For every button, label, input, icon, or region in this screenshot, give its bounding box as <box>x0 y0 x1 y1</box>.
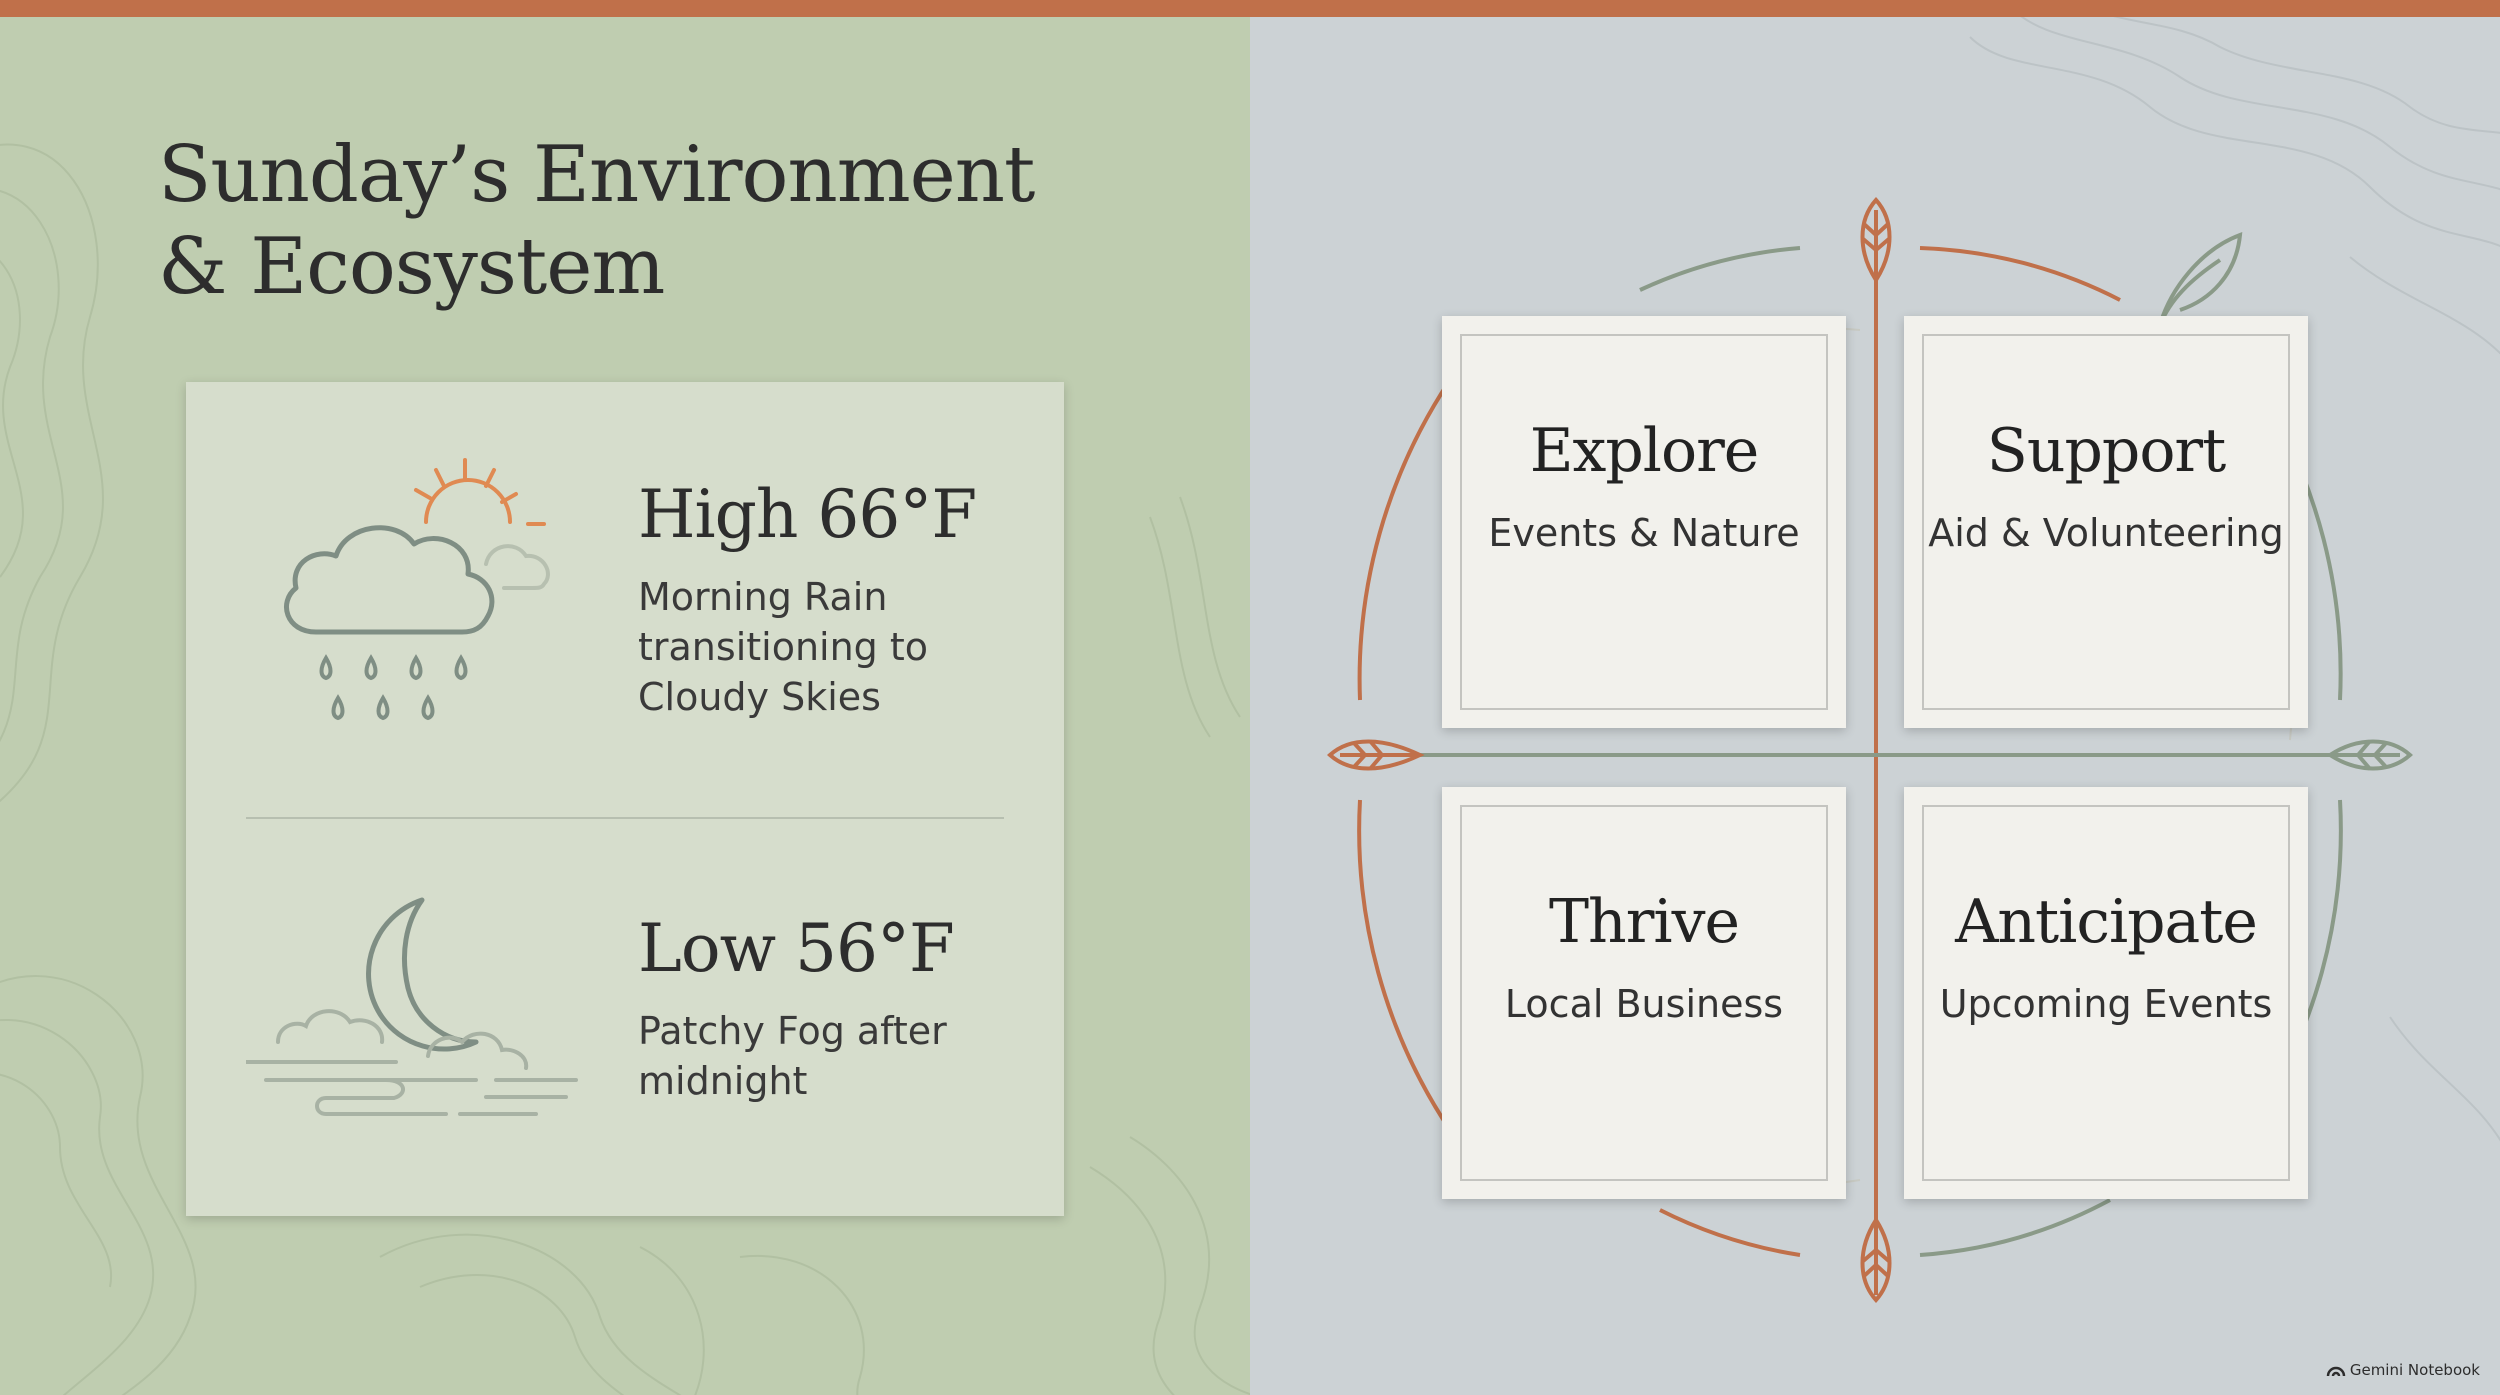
weather-panel: Sunday’s Environment & Ecosystem <box>0 17 1250 1395</box>
leaf-bottom-icon <box>1860 1216 1892 1303</box>
quadrant-subtitle: Local Business <box>1504 982 1784 1026</box>
page-title-line2: & Ecosystem <box>158 222 665 312</box>
quadrant-subtitle: Events & Nature <box>1488 511 1800 555</box>
quadrant-explore[interactable]: Explore Events & Nature <box>1442 316 1846 728</box>
quadrant-anticipate[interactable]: Anticipate Upcoming Events <box>1904 787 2308 1199</box>
quadrant-title: Support <box>1986 416 2226 486</box>
tile-frame <box>1922 805 2290 1181</box>
quadrant-title: Anticipate <box>1955 887 2258 957</box>
tile-frame <box>1922 334 2290 710</box>
quadrant-support[interactable]: Support Aid & Volunteering <box>1904 316 2308 728</box>
quadrant-subtitle: Aid & Volunteering <box>1928 511 2284 555</box>
low-temperature: Low 56°F <box>638 910 955 987</box>
branding: Gemini Notebook <box>2326 1361 2480 1379</box>
quadrant-title: Explore <box>1529 416 1760 486</box>
top-accent-bar <box>0 0 2500 17</box>
topographic-pattern <box>0 143 1250 1395</box>
leaf-right-icon <box>2326 739 2413 771</box>
weather-card: High 66°F Morning Rain transitioning to … <box>186 382 1064 1216</box>
quadrant-subtitle: Upcoming Events <box>1939 982 2273 1026</box>
moon-fog-icon <box>246 897 578 1116</box>
high-description: Morning Rain transitioning to Cloudy Ski… <box>638 575 929 719</box>
low-description: Patchy Fog after midnight <box>638 1009 947 1103</box>
quadrant-title: Thrive <box>1549 887 1740 957</box>
weather-divider <box>246 817 1004 819</box>
tile-frame <box>1460 334 1828 710</box>
topographic-pattern-right <box>1969 17 2500 1142</box>
notebook-logo-icon <box>2326 1366 2346 1377</box>
high-temperature: High 66°F <box>638 476 977 553</box>
leaf-left-icon <box>1327 739 1425 771</box>
rain-cloud-sun-icon <box>284 458 550 721</box>
tile-frame <box>1460 805 1828 1181</box>
branding-label: Gemini Notebook <box>2349 1361 2480 1379</box>
page-title-line1: Sunday’s Environment <box>158 130 1035 220</box>
leaf-top-icon <box>1860 197 1892 284</box>
page-title: Sunday’s Environment & Ecosystem <box>158 129 1035 313</box>
quadrant-thrive[interactable]: Thrive Local Business <box>1442 787 1846 1199</box>
